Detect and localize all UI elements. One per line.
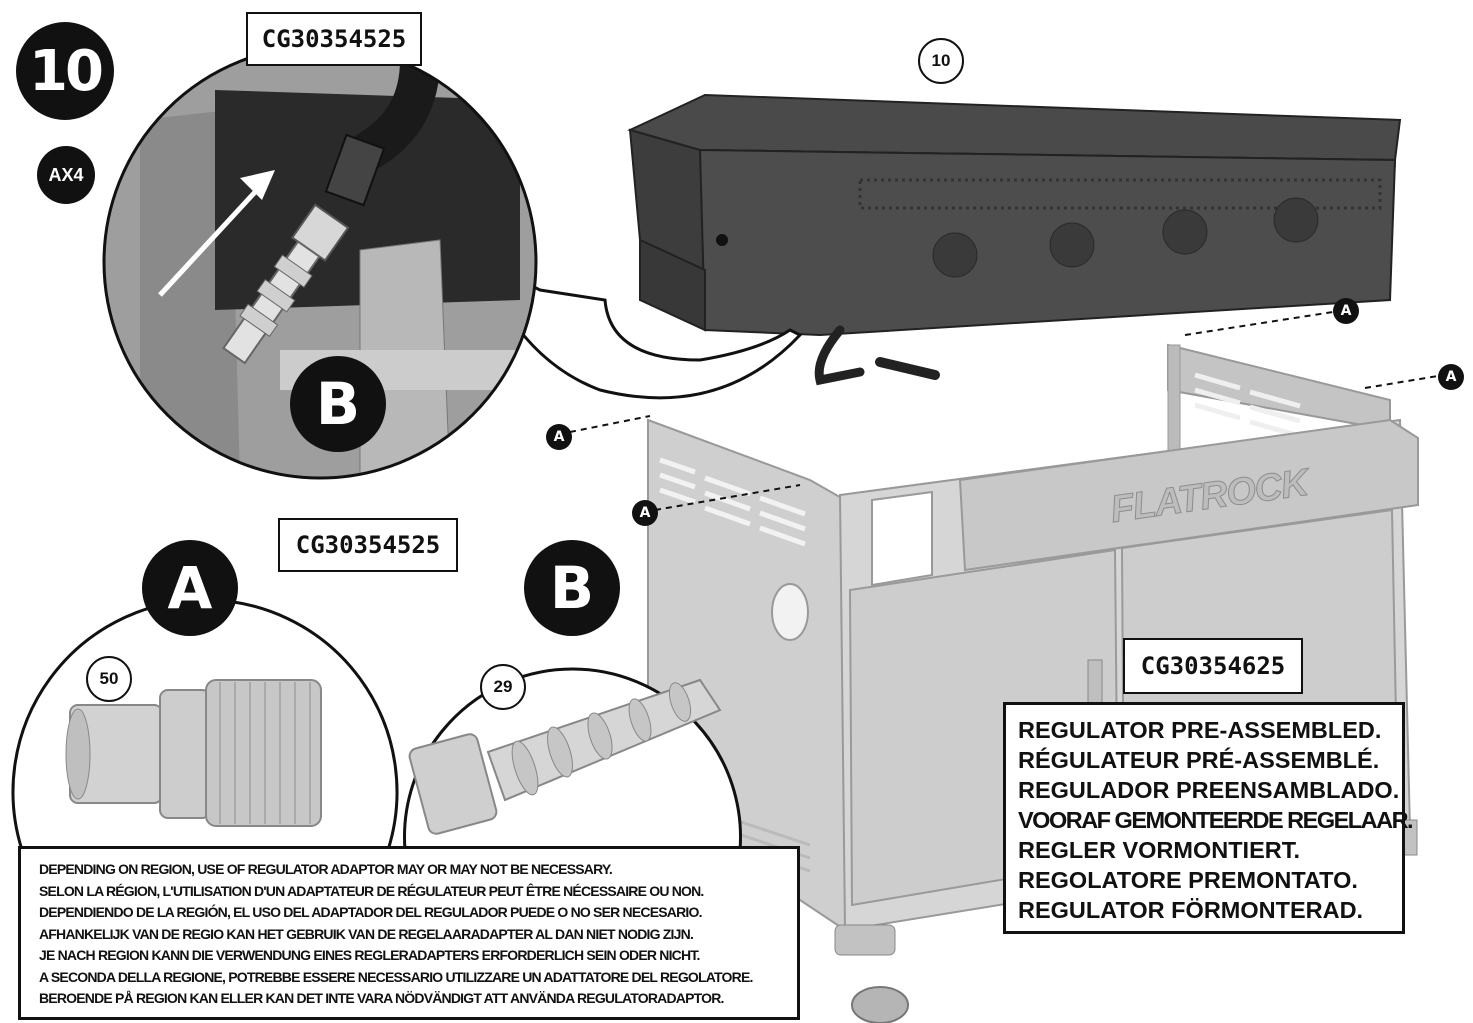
- adaptor-note-line: JE NACH REGION KANN DIE VERWENDUNG EINES…: [39, 947, 700, 963]
- adaptor-notes: DEPENDING ON REGION, USE OF REGULATOR AD…: [18, 846, 800, 1020]
- marker-a-4: A: [1438, 364, 1464, 390]
- part-code-fittings: CG30354525: [278, 518, 458, 572]
- part-number-box: 10: [918, 38, 964, 84]
- quantity-badge: AX4: [37, 146, 95, 204]
- fitting-b-letter-badge: B: [524, 540, 620, 636]
- marker-a-1: A: [546, 424, 572, 450]
- fitting-a-circle: [11, 598, 399, 851]
- marker-a-2: A: [632, 500, 658, 526]
- fitting-b-circle: [403, 667, 742, 851]
- part-code-detail: CG30354525: [246, 12, 422, 66]
- adaptor-note-line: DEPENDING ON REGION, USE OF REGULATOR AD…: [39, 861, 613, 877]
- detail-letter-badge: B: [290, 356, 386, 452]
- adaptor-note-line: A SECONDA DELLA REGIONE, POTREBBE ESSERE…: [39, 968, 753, 985]
- part-number-b: 29: [480, 664, 526, 710]
- adaptor-note-line: DEPENDIENDO DE LA REGIÓN, EL USO DEL ADA…: [39, 904, 702, 920]
- part-number-a: 50: [86, 656, 132, 702]
- regulator-notes: REGULATOR PRE-ASSEMBLED. RÉGULATEUR PRÉ-…: [1003, 702, 1414, 934]
- burner-box: [627, 93, 1402, 386]
- regulator-note-line: REGOLATORE PREMONTATO.: [1018, 867, 1358, 893]
- adaptor-note-line: AFHANKELIJK VAN DE REGIO KAN HET GEBRUIK…: [39, 925, 694, 942]
- step-number-badge: 10: [16, 22, 114, 120]
- regulator-note-line: REGULADOR PREENSAMBLADO.: [1018, 777, 1400, 803]
- fitting-a-letter-badge: A: [142, 540, 238, 636]
- marker-a-3: A: [1333, 298, 1359, 324]
- regulator-note-line: REGULATOR PRE-ASSEMBLED.: [1018, 717, 1382, 743]
- regulator-note-line: REGULATOR FÖRMONTERAD.: [1018, 897, 1364, 923]
- adaptor-note-line: BEROENDE PÅ REGION KAN ELLER KAN DET INT…: [39, 990, 724, 1006]
- regulator-note-line: VOORAF GEMONTEERDE REGELAAR.: [1018, 807, 1414, 833]
- regulator-note-line: RÉGULATEUR PRÉ-ASSEMBLÉ.: [1018, 747, 1380, 773]
- guide-lines: [569, 311, 1439, 511]
- part-code-regulator: CG30354625: [1123, 638, 1303, 694]
- adaptor-note-line: SELON LA RÉGION, L'UTILISATION D'UN ADAP…: [39, 882, 704, 899]
- regulator-note-line: REGLER VORMONTIERT.: [1018, 837, 1301, 863]
